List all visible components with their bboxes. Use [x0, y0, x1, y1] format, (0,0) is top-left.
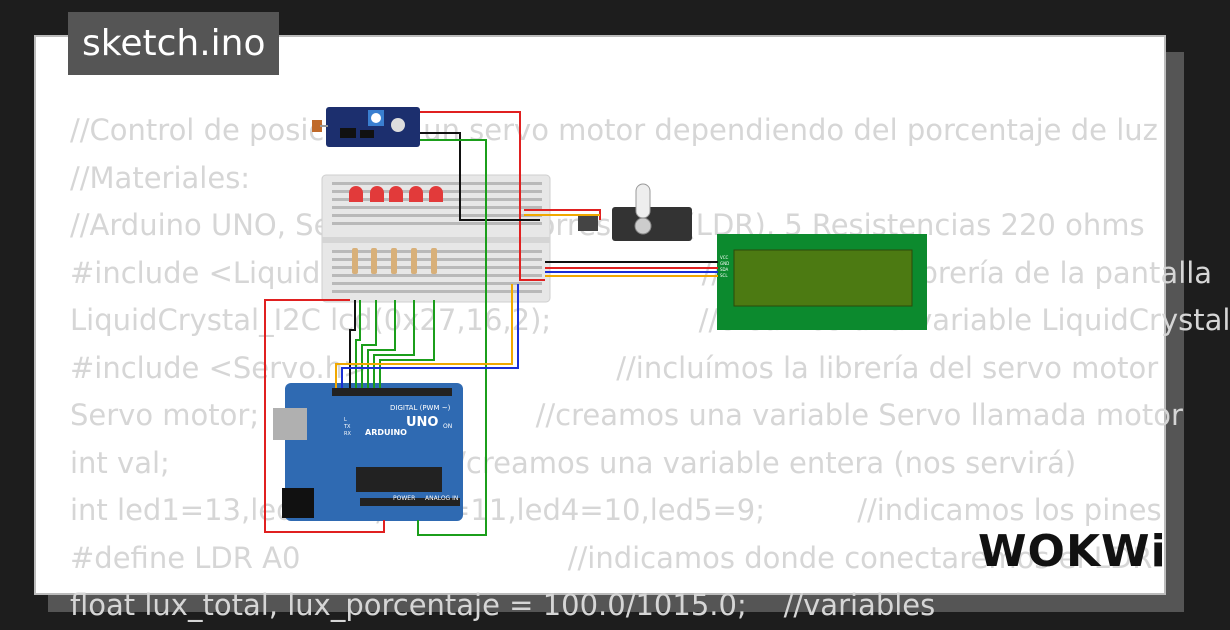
power-label: POWER — [393, 495, 415, 502]
digital-label: DIGITAL (PWM ~) — [390, 404, 451, 412]
resistor-array[interactable] — [352, 248, 437, 274]
code-line: //Control de posición de un servo motor … — [70, 113, 1158, 147]
code-line: #define LDR A0 //indicamos donde conecta… — [70, 540, 1153, 575]
lcd-pin-scl: SCL — [720, 273, 728, 278]
l-led-label: L — [344, 417, 347, 423]
analog-label: ANALOG IN — [425, 495, 458, 502]
preview-card[interactable]: //Control de posición de un servo motor … — [34, 35, 1230, 622]
code-line: int val; //creamos una variable entera (… — [70, 445, 1077, 480]
uno-model-label: UNO — [406, 415, 439, 430]
led-array[interactable] — [349, 186, 443, 202]
arduino-brand-label: ARDUINO — [365, 428, 407, 437]
rx-label: RX — [344, 431, 351, 437]
circuit-diagram: DIGITAL (PWM ~) ARDUINO UNO ANALOG IN PO… — [264, 107, 927, 536]
code-line: float lux_total, lux_porcentaje = 100.0/… — [70, 588, 936, 622]
lcd-pin-sda: SDA — [720, 267, 729, 272]
lcd-display[interactable] — [717, 234, 927, 330]
tx-label: TX — [343, 424, 351, 430]
lcd-pin-gnd: GND — [720, 261, 729, 266]
lcd-pin-vcc: VCC — [720, 255, 729, 260]
code-line: int led1=13,led2=12,led3=11,led4=10,led5… — [70, 493, 1162, 527]
wokwi-logo: WOKWi — [978, 526, 1167, 577]
project-title-tab[interactable]: sketch.ino — [68, 12, 280, 75]
ldr-sensor-module[interactable] — [312, 107, 420, 147]
on-label: ON — [443, 423, 452, 430]
code-line: //Materiales: — [70, 160, 251, 195]
code-preview: //Control de posición de un servo motor … — [70, 107, 1230, 630]
wires — [264, 111, 718, 536]
servo-motor[interactable] — [578, 183, 692, 241]
arduino-uno-board[interactable] — [273, 383, 463, 521]
